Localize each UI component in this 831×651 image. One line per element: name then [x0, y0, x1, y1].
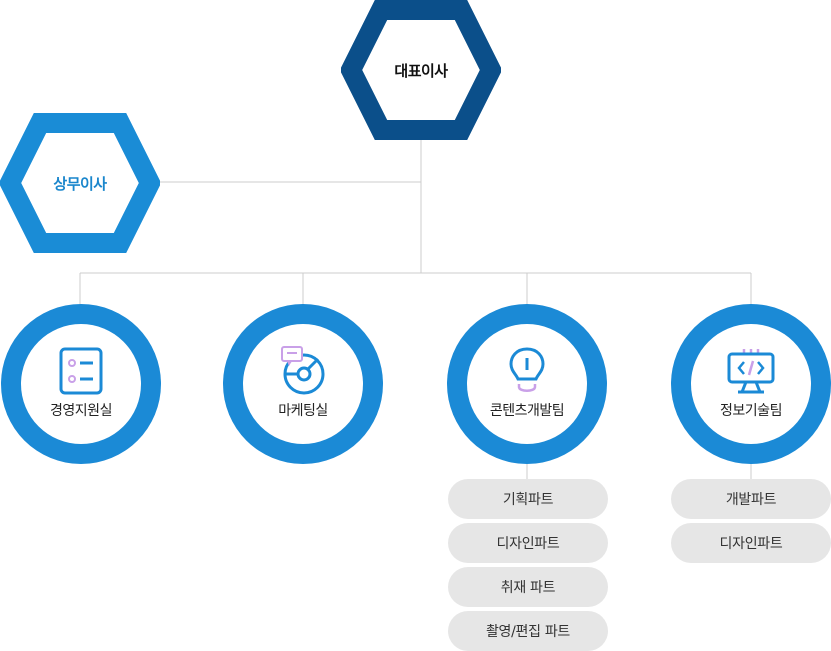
dept-content-development: 콘텐츠개발팀: [447, 304, 607, 464]
vp-hexagon-shape: [0, 113, 160, 253]
dept-label: 정보기술팀: [720, 403, 782, 419]
ceo-label: 대표이사: [394, 61, 448, 80]
dept-label: 콘텐츠개발팀: [489, 403, 565, 419]
checklist-icon: [59, 347, 103, 395]
dept-information-technology: 정보기술팀: [671, 304, 831, 464]
dept-marketing: 마케팅실: [223, 304, 383, 464]
part-design: 디자인파트: [671, 523, 831, 563]
dept-label: 마케팅실: [278, 403, 328, 419]
dept-inner: 정보기술팀: [691, 324, 811, 444]
dept-inner: 마케팅실: [243, 324, 363, 444]
ceo-hexagon-shape: [341, 0, 501, 140]
part-planning: 기획파트: [448, 479, 608, 519]
vp-label: 상무이사: [53, 174, 107, 193]
part-filming-editing: 촬영/편집 파트: [448, 611, 608, 651]
lightbulb-icon: [509, 347, 545, 392]
dept-management-support: 경영지원실: [1, 304, 161, 464]
chart-chat-icon: [281, 346, 325, 395]
dept-inner: 콘텐츠개발팀: [467, 324, 587, 444]
code-monitor-icon: [727, 349, 775, 394]
part-development: 개발파트: [671, 479, 831, 519]
dept-label: 경영지원실: [50, 403, 112, 419]
dept-inner: 경영지원실: [21, 324, 141, 444]
ceo-node: 대표이사: [341, 0, 501, 140]
vp-node: 상무이사: [0, 113, 160, 253]
part-design: 디자인파트: [448, 523, 608, 563]
part-reporting: 취재 파트: [448, 567, 608, 607]
